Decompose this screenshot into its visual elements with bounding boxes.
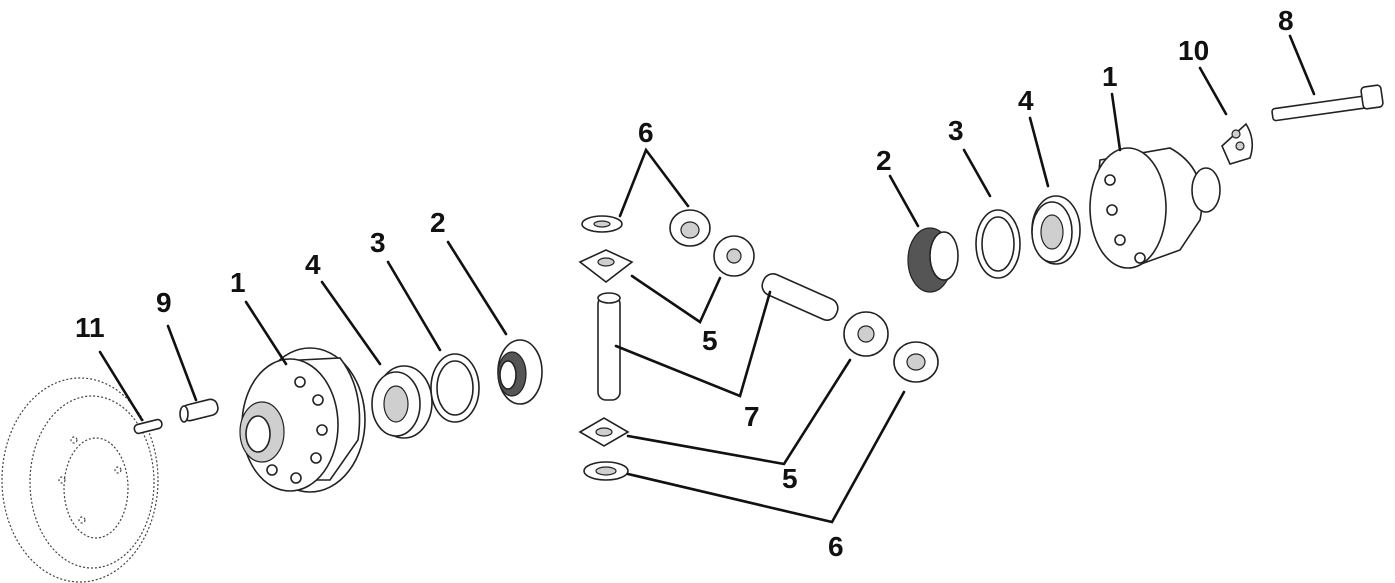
thrust-washer-bottom <box>583 461 629 481</box>
callout-5-low: 5 <box>782 463 798 494</box>
callout-5-mid: 5 <box>702 325 718 356</box>
sleeve-9 <box>179 398 219 423</box>
callout-8: 8 <box>1278 5 1294 36</box>
pinion-gear-top-right <box>713 235 755 277</box>
cross-shaft-diagonal <box>761 273 839 321</box>
lock-plate <box>1221 122 1254 165</box>
pinion-gear-right <box>843 311 889 357</box>
leader-lines <box>98 34 1316 524</box>
callout-10: 10 <box>1178 35 1209 66</box>
callout-4-right: 4 <box>1018 85 1034 116</box>
bearing-right <box>1031 195 1081 265</box>
case-half-left <box>239 347 366 493</box>
callout-1-left: 1 <box>230 267 246 298</box>
callout-6-bottom: 6 <box>828 531 844 562</box>
case-half-right <box>1089 147 1221 269</box>
side-gear-left <box>497 339 543 405</box>
side-gear-right <box>907 227 959 293</box>
callout-9: 9 <box>156 287 172 318</box>
thrust-washer-top-left <box>581 215 623 233</box>
pinion-gear-top-left <box>578 249 634 284</box>
callout-2-right: 2 <box>876 145 892 176</box>
callout-4-left: 4 <box>305 249 321 280</box>
bearing-left <box>371 365 433 439</box>
callout-1-right: 1 <box>1102 61 1118 92</box>
bolt <box>1271 84 1384 122</box>
callout-3-left: 3 <box>370 227 386 258</box>
ring-gear <box>1 377 159 583</box>
callout-3-right: 3 <box>948 115 964 146</box>
callout-11: 11 <box>75 312 105 343</box>
pinion-gear-bottom <box>578 417 630 447</box>
thrust-washer-top-right <box>669 209 711 247</box>
thrust-washer-right-3 <box>975 209 1021 279</box>
roll-pin-11 <box>133 418 163 435</box>
callout-2-left: 2 <box>430 207 446 238</box>
thrust-washer-left <box>430 353 480 423</box>
callout-6-top: 6 <box>638 117 654 148</box>
thrust-washer-right <box>893 341 939 383</box>
callout-7: 7 <box>744 401 760 432</box>
